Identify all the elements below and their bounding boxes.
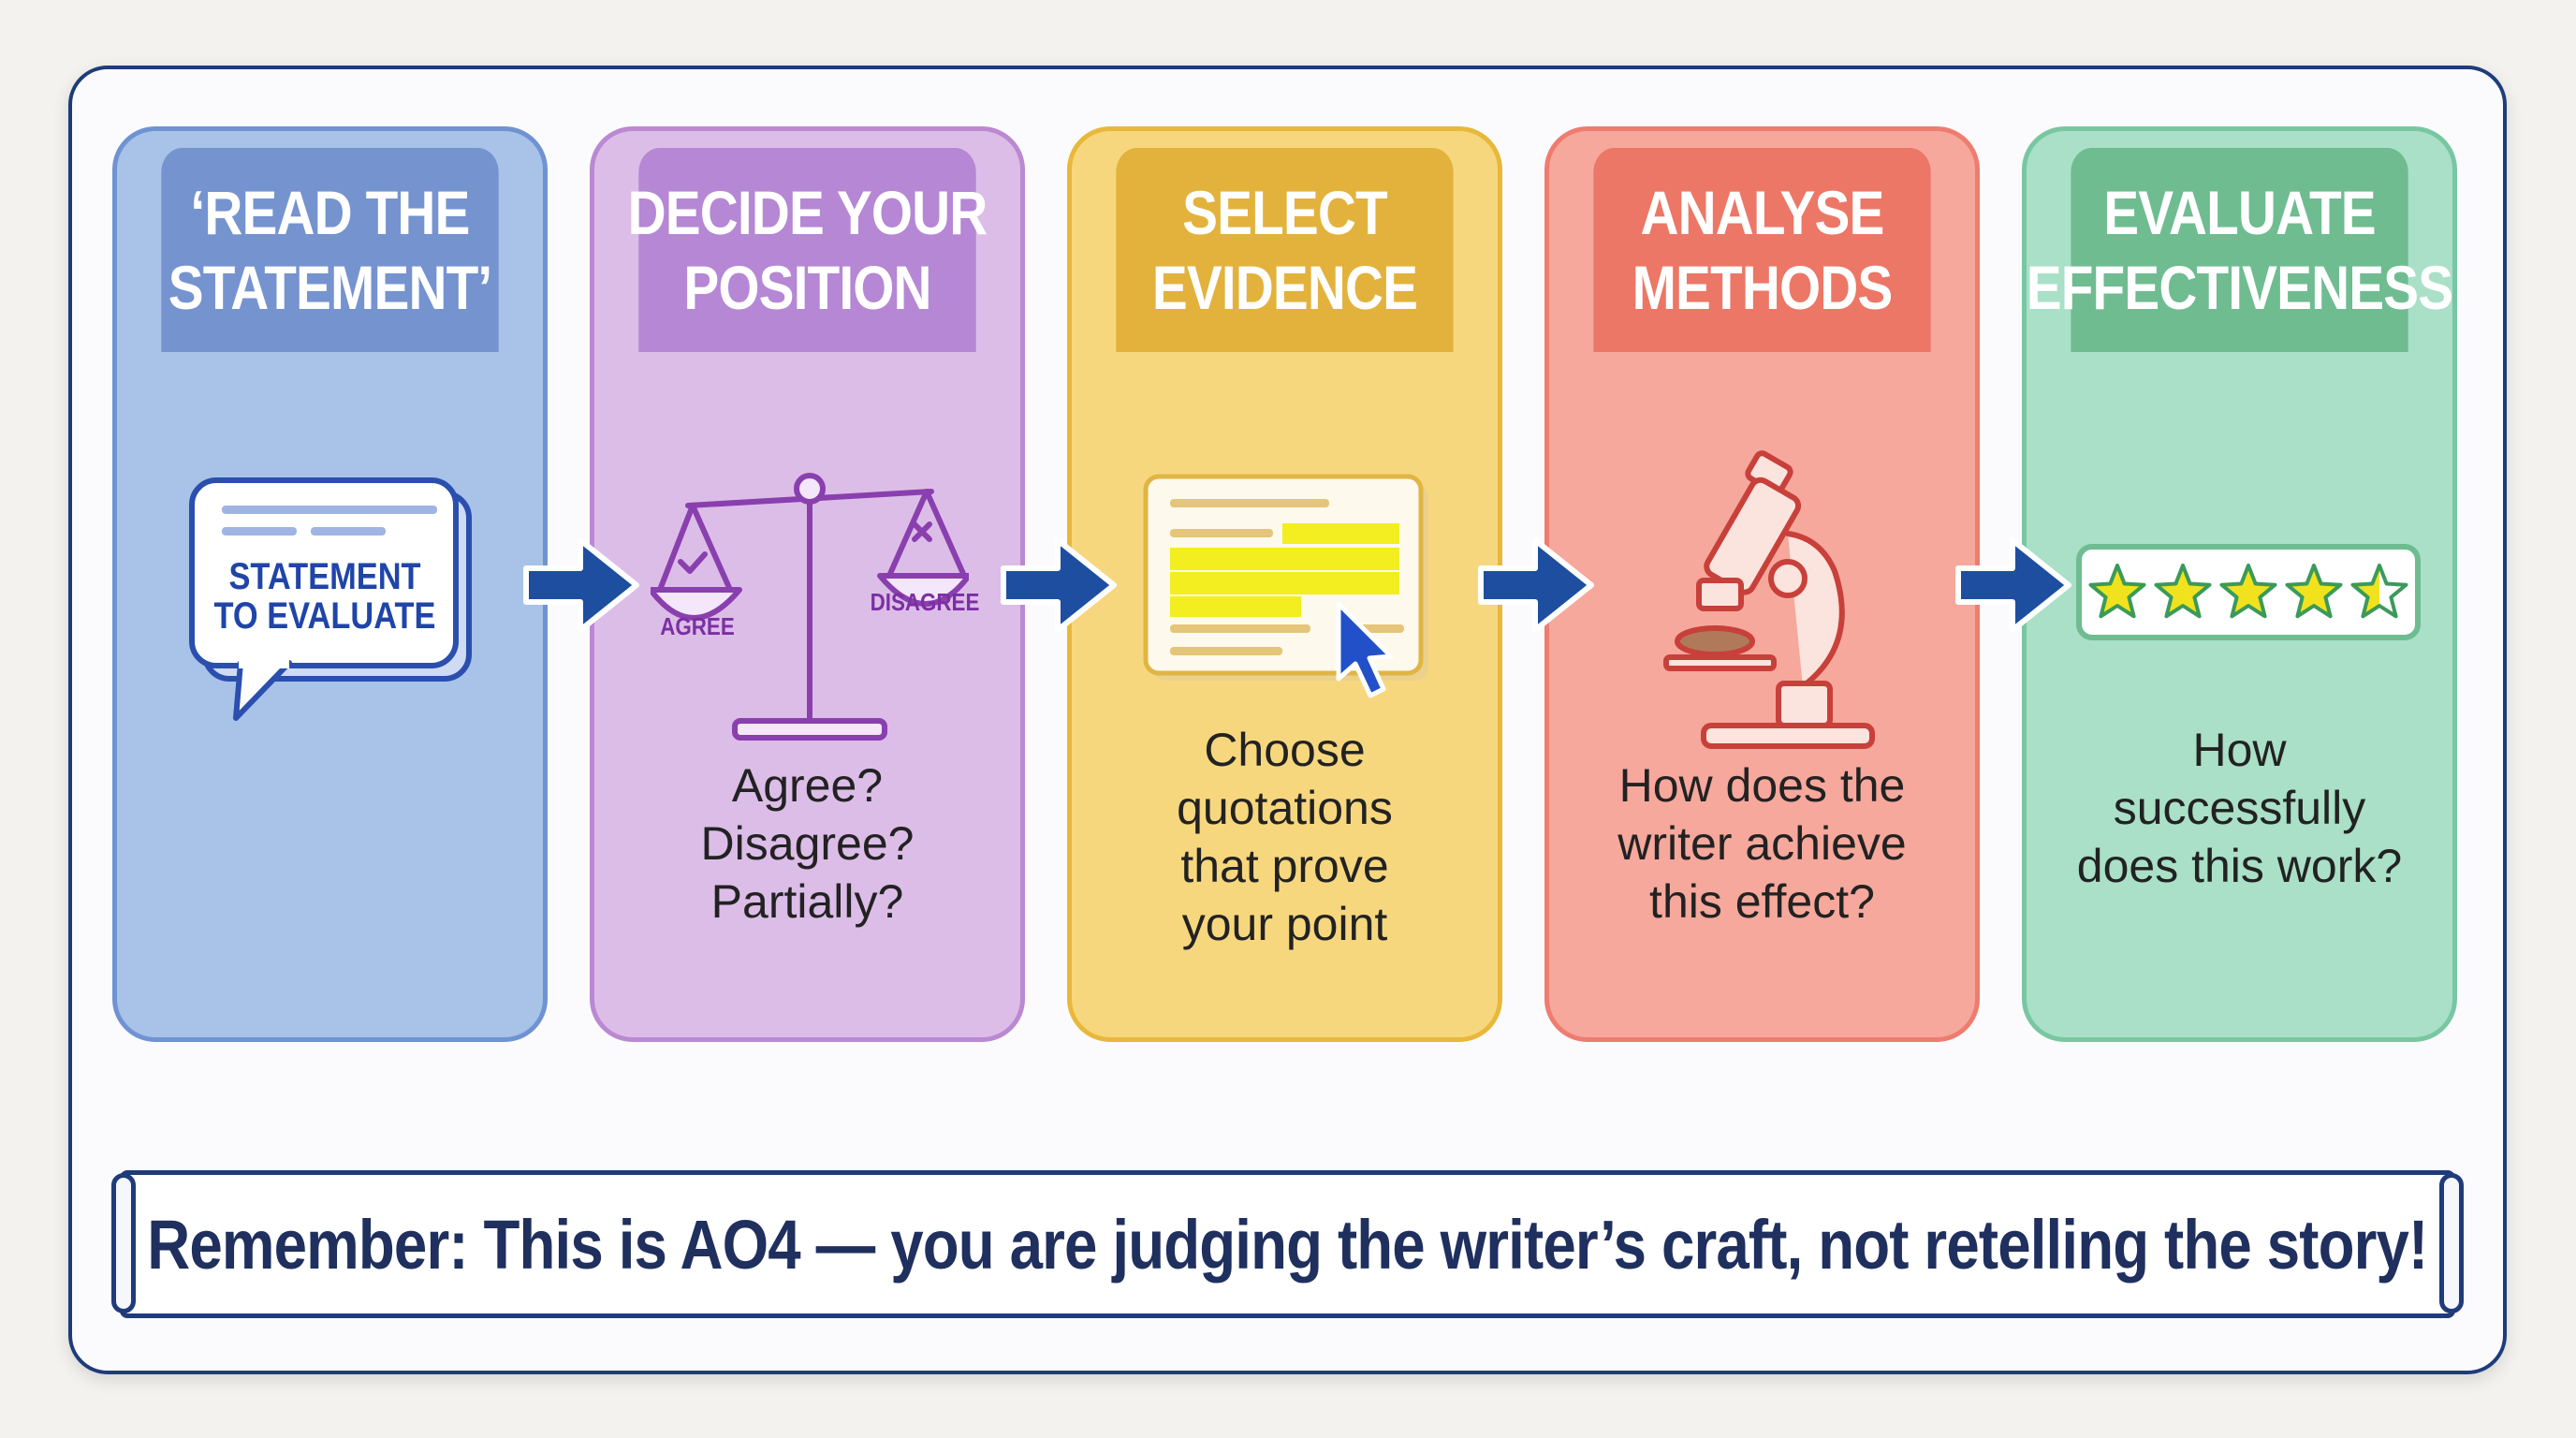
rating-star [2154,564,2212,619]
right-arrow-icon [1955,537,2071,633]
right-arrow-icon [523,537,639,633]
right-arrow-icon [1001,537,1117,633]
reminder-banner: Remember: This is AO4 — you are judging … [111,1170,2464,1318]
balance-scale-icon [651,473,969,741]
rating-star [2350,564,2408,619]
microscope-icon [1663,450,1875,749]
star-rating-icon [2076,544,2421,640]
scroll-end-right [2439,1173,2464,1313]
step-description: Agree?Disagree?Partially? [700,759,915,928]
scroll-end-left [111,1173,136,1313]
reminder-text: Remember: This is AO4 — you are judging … [147,1205,2428,1284]
highlighted-document-icon [1143,474,1428,698]
agree-label: AGREE [660,612,735,640]
right-arrow-icon [1478,537,1594,633]
rating-star [2285,564,2343,619]
speech-bubble-icon [189,477,472,721]
rating-star [2219,564,2277,619]
rating-star [2088,564,2146,619]
disagree-label: DISAGREE [870,588,980,616]
